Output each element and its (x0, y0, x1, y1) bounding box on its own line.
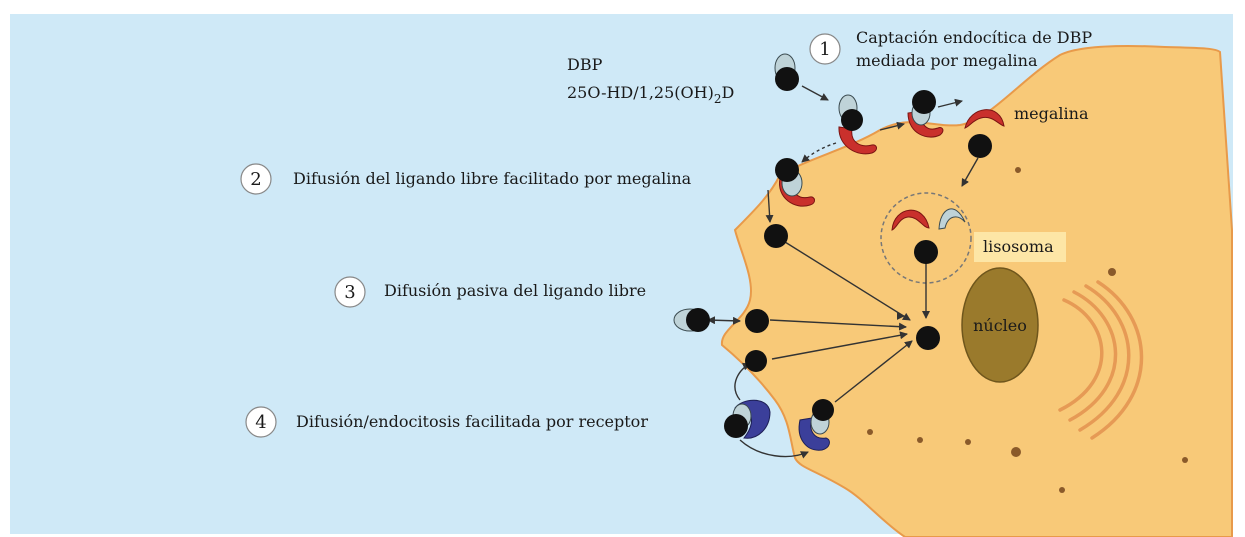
step-3-number: 3 (344, 282, 355, 303)
step-2-badge (240, 163, 272, 195)
pathway-arrows (707, 85, 979, 459)
step-3: 3 Difusión pasiva del ligando libre (334, 276, 646, 308)
cytoplasm-granules (867, 167, 1188, 493)
step-1-number: 1 (819, 39, 830, 60)
step-2: 2 Difusión del ligando libre facilitado … (240, 163, 692, 195)
step-4: 4 Difusión/endocitosis facilitada por re… (245, 406, 648, 438)
blue-receptors (734, 399, 830, 451)
step-4-badge (245, 406, 277, 438)
step-4-label: Difusión/endocitosis facilitada por rece… (296, 412, 648, 431)
nucleus-label: núcleo (973, 316, 1027, 335)
dbp-ligand-label: 25O-HD/1,25(OH)2D (567, 83, 734, 106)
dbp-label: DBP (567, 55, 603, 74)
lysosome-label: lisosoma (983, 237, 1054, 256)
nucleus (961, 267, 1039, 383)
ligand-molecules (686, 67, 992, 438)
step-2-number: 2 (250, 169, 261, 190)
step-1-badge (809, 33, 841, 65)
megalina-label: megalina (1014, 104, 1089, 123)
golgi-apparatus (1058, 280, 1144, 440)
step-3-badge (334, 276, 366, 308)
step-1-label-line1: Captación endocítica de DBP (856, 28, 1092, 47)
step-2-label: Difusión del ligando libre facilitado po… (293, 169, 692, 188)
step-3-label: Difusión pasiva del ligando libre (384, 281, 646, 300)
step-1: 1 Captación endocítica de DBP mediada po… (809, 28, 1092, 70)
step-4-number: 4 (255, 412, 266, 433)
step-1-label-line2: mediada por megalina (856, 51, 1038, 70)
lysosome-label-bg (974, 232, 1066, 262)
